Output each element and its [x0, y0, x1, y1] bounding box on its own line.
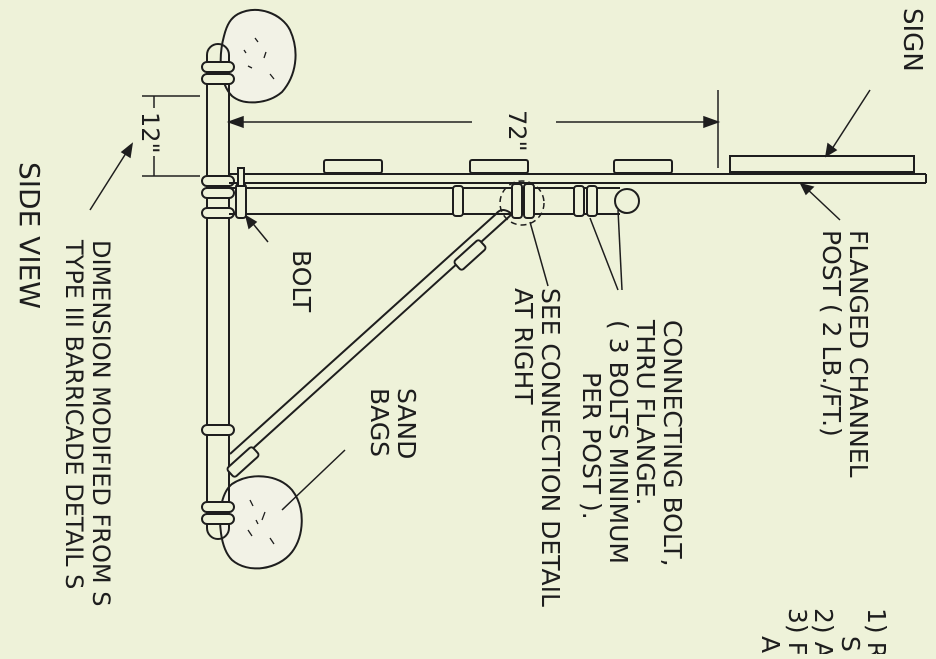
flanged-channel-post [229, 173, 927, 184]
bolt-label: BOLT [287, 250, 316, 313]
sandbag-bottom-texture [247, 499, 275, 545]
note-2-label: 2) A [809, 608, 838, 654]
note-1-continuation: S [836, 636, 865, 652]
brace-collars [226, 239, 487, 478]
connection-detail-circle [499, 180, 545, 226]
base-pipe [229, 187, 640, 215]
flanged-channel-label-line1: FLANGED CHANNEL [844, 230, 873, 478]
connecting-bolt-label-line1: CONNECTING BOLT, [658, 320, 687, 567]
dimension-12-label: 12" [136, 112, 164, 154]
leader-lines [89, 89, 871, 511]
sandbag-top-texture [243, 37, 275, 80]
sand-bags-label-line1: SAND [392, 388, 421, 459]
flange-pads [323, 159, 673, 174]
sign-panel [729, 155, 915, 173]
connecting-bolt-label-line2: THRU FLANGE. [631, 319, 660, 506]
dimension-modified-label-line1: DIMENSION MODIFIED FROM S [87, 240, 115, 606]
dimension-72-label: 72" [503, 110, 531, 152]
sign-label: SIGN [897, 8, 927, 72]
sandbag-top [219, 9, 297, 104]
note-1-label: 1) R [862, 608, 891, 654]
note-3-label: 3) F [783, 608, 812, 654]
sand-bags-label-line2: BAGS [365, 388, 394, 457]
dimension-12 [142, 95, 200, 177]
base-pipe-collars [235, 167, 598, 219]
connecting-bolt-label-line3: ( 3 BOLTS MINIMUM [604, 320, 633, 564]
side-view-label: SIDE VIEW [13, 162, 46, 309]
see-connection-label-line1: SEE CONNECTION DETAIL [536, 288, 565, 607]
connecting-bolt-label-line4: PER POST ). [577, 372, 606, 520]
flanged-channel-label-line2: POST ( 2 LB./FT.) [817, 230, 846, 437]
dimension-modified-label-line2: TYPE III BARRICADE DETAIL S [60, 239, 88, 589]
see-connection-label-line2: AT RIGHT [509, 288, 538, 405]
vertical-skid-post [206, 43, 230, 540]
dimension-72 [226, 90, 721, 168]
note-3-continuation: A [756, 636, 785, 653]
